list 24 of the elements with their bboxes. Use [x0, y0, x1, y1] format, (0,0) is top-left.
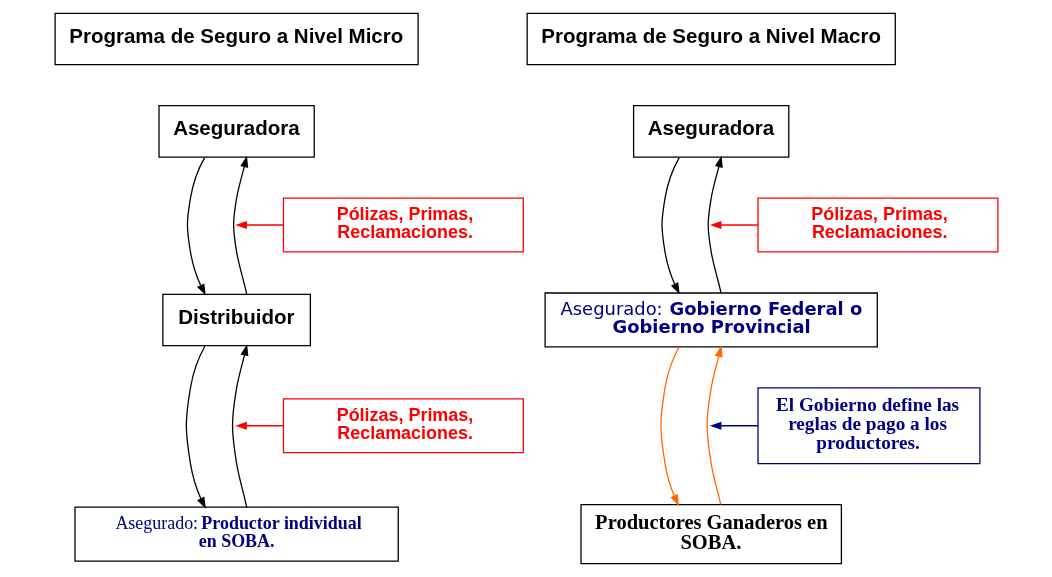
node-box: Pólizas, Primas, Reclamaciones. — [282, 398, 524, 454]
arrow — [705, 345, 723, 505]
arrow — [659, 346, 679, 507]
arrow — [234, 220, 284, 230]
arrow — [709, 421, 758, 430]
arrow — [186, 156, 206, 296]
arrow — [660, 156, 680, 295]
arrow — [232, 155, 248, 295]
node-box: Aseguradora — [632, 105, 789, 158]
arrow — [231, 344, 248, 508]
arrow — [185, 345, 206, 509]
arrow — [709, 220, 759, 230]
arrow — [234, 421, 284, 430]
node-box: Pólizas, Primas, Reclamaciones. — [282, 197, 524, 253]
node-box: Pólizas, Primas, Reclamaciones. — [756, 197, 998, 253]
node-box: Asegurado: Gobierno Federal o Gobierno Provincial — [543, 292, 878, 348]
node-box: Programa de Seguro a Nivel Macro — [526, 12, 896, 66]
node-box: Programa de Seguro a Nivel Micro — [54, 12, 419, 66]
node-box: Productores Ganaderos en SOBA. — [579, 504, 842, 565]
arrow — [707, 155, 723, 294]
node-box: Distribuidor — [161, 293, 311, 347]
node-box: El Gobierno define las reglas de pago a los productores. — [756, 387, 981, 465]
node-box: Aseguradora — [157, 105, 315, 158]
node-box: Asegurado: Productor individual en SOBA. — [73, 506, 399, 562]
